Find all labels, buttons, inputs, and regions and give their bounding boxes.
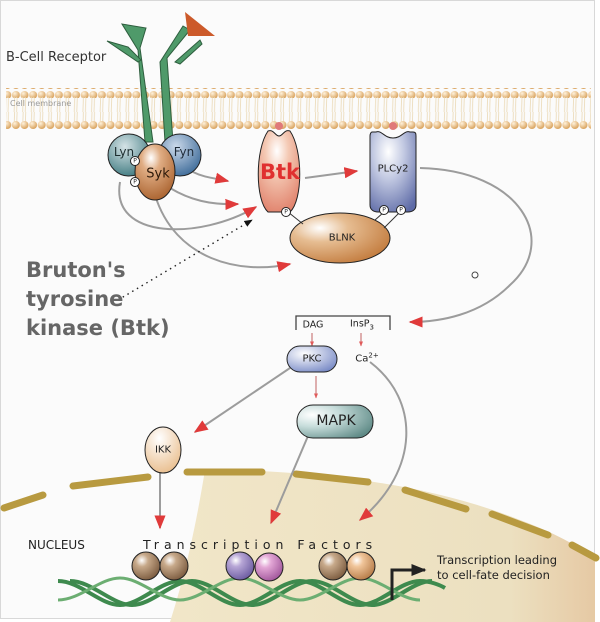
- btk-callout-line-3: kinase (Btk): [26, 316, 170, 340]
- plc-products-bracket: [295, 315, 391, 330]
- phospho-label-3: P: [284, 208, 288, 216]
- tf-ap1-b: [254, 552, 284, 582]
- plcy2-anchor: [389, 122, 397, 130]
- btk-callout-pointer: [117, 219, 253, 301]
- syk-node: [134, 143, 176, 201]
- btk-callout-line-1: Bruton's: [26, 258, 126, 282]
- ikk-label: IKK: [154, 444, 172, 456]
- mapk-label: MAPK: [316, 413, 356, 429]
- tf-nfat-a: [318, 551, 348, 581]
- receptor-label: B-Cell Receptor: [6, 50, 107, 65]
- small-marker: [471, 271, 479, 279]
- phospho-label-4: P: [382, 206, 386, 214]
- nuclear-envelope: [0, 468, 600, 562]
- lyn-label: Lyn: [113, 145, 135, 159]
- calcium-charge: 2+: [368, 351, 379, 360]
- nucleus-region: [170, 470, 595, 622]
- dag-label: DAG: [302, 319, 324, 331]
- tf-ap1-a: [225, 551, 255, 581]
- plcy2-label: PLCy2: [377, 163, 409, 175]
- calcium-text: Ca: [355, 353, 369, 365]
- b-cell-receptor: [106, 23, 203, 143]
- insp3-text: InsP: [350, 318, 370, 330]
- mapk-node: [296, 404, 374, 439]
- transcription-factors-label: Transcription Factors: [143, 537, 378, 552]
- blnk-node: [289, 212, 391, 264]
- tf-nfat-b: [346, 551, 376, 581]
- btk-anchor: [275, 122, 283, 130]
- syk-label: Syk: [146, 166, 170, 182]
- fyn-label: Fyn: [173, 145, 195, 159]
- pkc-node: [286, 345, 338, 373]
- transcription-start-arrow: [390, 564, 427, 600]
- antigen-icon: [185, 12, 215, 36]
- membrane-label: Cell membrane: [10, 99, 72, 108]
- transcription-outcome-line-2: to cell-fate decision: [437, 568, 550, 582]
- phospho-label-5: P: [399, 206, 403, 214]
- tf-nfkb-a: [131, 551, 161, 581]
- phospho-sites: [130, 156, 406, 217]
- signal-arrows: [118, 167, 533, 530]
- nucleus-label: NUCLEUS: [28, 538, 85, 552]
- transcription-factors: [131, 551, 376, 582]
- insp3-label: InsP3: [350, 319, 374, 332]
- transcription-outcome-line-1: Transcription leading: [437, 553, 558, 567]
- small-arrows: [310, 333, 363, 399]
- calcium-label: Ca2+: [355, 351, 378, 364]
- btk-label: Btk: [259, 160, 301, 184]
- btk-callout-label: Bruton's tyrosine kinase (Btk): [26, 256, 170, 343]
- tf-nfkb-b: [159, 551, 189, 581]
- blnk-label: BLNK: [328, 232, 356, 244]
- pkc-label: PKC: [302, 353, 322, 365]
- ikk-node: [144, 426, 182, 474]
- phospho-label-2: P: [133, 178, 137, 186]
- btk-node: [257, 130, 301, 213]
- insp3-subscript: 3: [369, 323, 374, 332]
- btk-callout-line-2: tyrosine: [26, 287, 124, 311]
- phospho-label-1: P: [133, 157, 137, 165]
- dna-strand: [57, 578, 447, 608]
- plcy2-node: [369, 131, 417, 213]
- transcription-outcome-label: Transcription leading to cell-fate decis…: [437, 553, 557, 583]
- cell-membrane: [6, 88, 591, 131]
